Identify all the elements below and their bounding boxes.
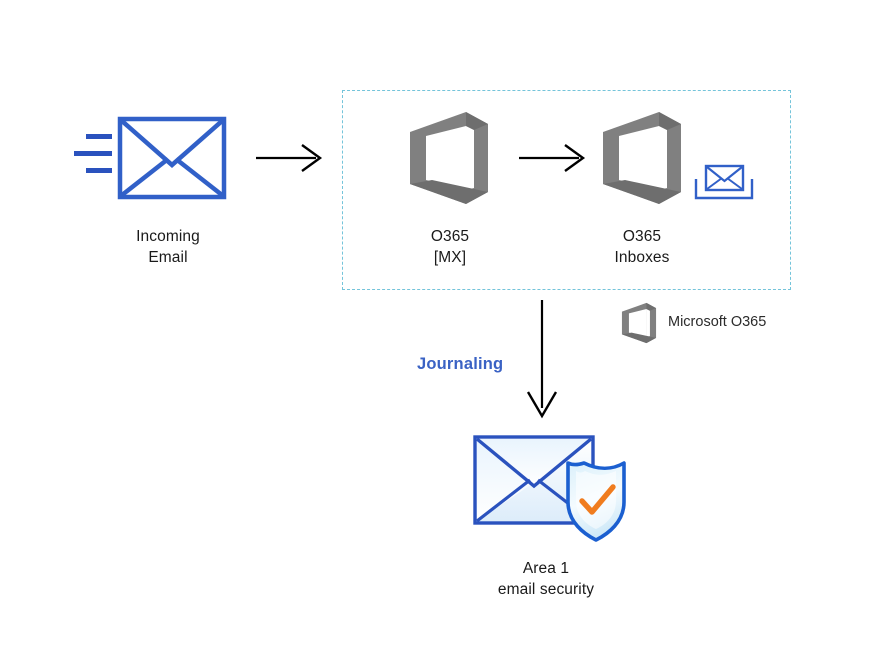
arrow-inboxes-to-area1 xyxy=(524,300,560,420)
office365-icon xyxy=(410,112,488,204)
incoming-email-label: Incoming Email xyxy=(136,228,200,266)
arrow-right-icon xyxy=(519,144,586,172)
o365-mx-node xyxy=(406,110,492,206)
shielded-envelope-icon xyxy=(473,435,626,542)
o365-inboxes-node xyxy=(599,110,685,206)
legend-label: Microsoft O365 xyxy=(668,314,767,330)
o365-mx-label: O365 [MX] xyxy=(430,228,470,266)
journaling-label: Journaling xyxy=(417,355,504,373)
office365-icon xyxy=(603,112,681,204)
legend-office365-icon-wrap xyxy=(620,302,658,344)
microsoft-o365-boundary-zone xyxy=(342,90,791,290)
arrow-right-icon xyxy=(256,144,323,172)
area1-label: Area 1 email security xyxy=(497,560,595,598)
envelope-icon xyxy=(74,116,227,200)
o365-inboxes-label: O365 Inboxes xyxy=(614,228,670,266)
office365-icon xyxy=(621,302,657,344)
arrow-down-icon xyxy=(526,300,558,419)
area1-node xyxy=(468,430,636,545)
arrow-incoming-to-mx xyxy=(256,142,324,174)
arrow-mx-to-inboxes xyxy=(519,142,587,174)
inbox-tray-icon xyxy=(694,164,754,200)
incoming-email-node xyxy=(70,115,230,210)
o365-inboxes-badge xyxy=(694,162,754,202)
